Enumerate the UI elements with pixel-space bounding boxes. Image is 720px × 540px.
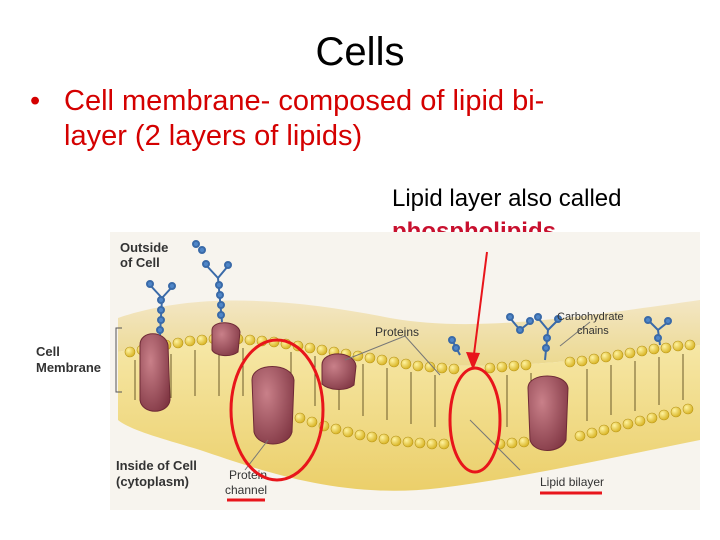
annotation-arrow-line: [472, 251, 488, 363]
protein-middle: [321, 353, 357, 390]
label-carbohydrate-1: Carbohydrate: [557, 311, 624, 323]
bullet-marker: •: [30, 85, 41, 117]
lipid-heads-top: [124, 333, 696, 375]
protein-top-left: [211, 322, 241, 357]
label-channel-2: channel: [225, 483, 267, 497]
label-inside-1: Inside of Cell: [116, 458, 197, 473]
label-proteins: Proteins: [375, 325, 419, 339]
membrane-top-surface: [118, 300, 700, 366]
annotation-circle-bilayer: [448, 366, 502, 474]
label-outside-1: Outside: [120, 240, 168, 255]
label-inside-2: (cytoplasm): [116, 474, 189, 489]
label-membrane-2: Membrane: [36, 360, 101, 375]
red-annotations: [227, 251, 602, 502]
protein-left: [139, 333, 171, 412]
lipid-heads-bottom: [294, 403, 694, 450]
carbohydrate-chains: [146, 240, 672, 361]
label-membrane-1: Cell: [36, 344, 60, 359]
annotation-circle-channel: [229, 338, 325, 482]
annotation-arrow-head: [466, 352, 480, 370]
label-lipid-bilayer: Lipid bilayer: [540, 475, 604, 489]
protein-right: [527, 375, 569, 451]
membrane-proteins: [139, 322, 569, 451]
protein-channel: [251, 366, 295, 445]
note-line-1: Lipid layer also called: [392, 185, 622, 212]
bullet-line-1: Cell membrane- composed of lipid bi-: [64, 85, 545, 117]
label-outside-2: of Cell: [120, 255, 160, 270]
bullet-line-2: layer (2 layers of lipids): [64, 120, 363, 152]
label-channel-1: Protein: [229, 468, 267, 482]
label-carbohydrate-2: chains: [577, 325, 609, 337]
slide-title: Cells: [315, 30, 405, 74]
membrane-bracket: [115, 327, 122, 393]
